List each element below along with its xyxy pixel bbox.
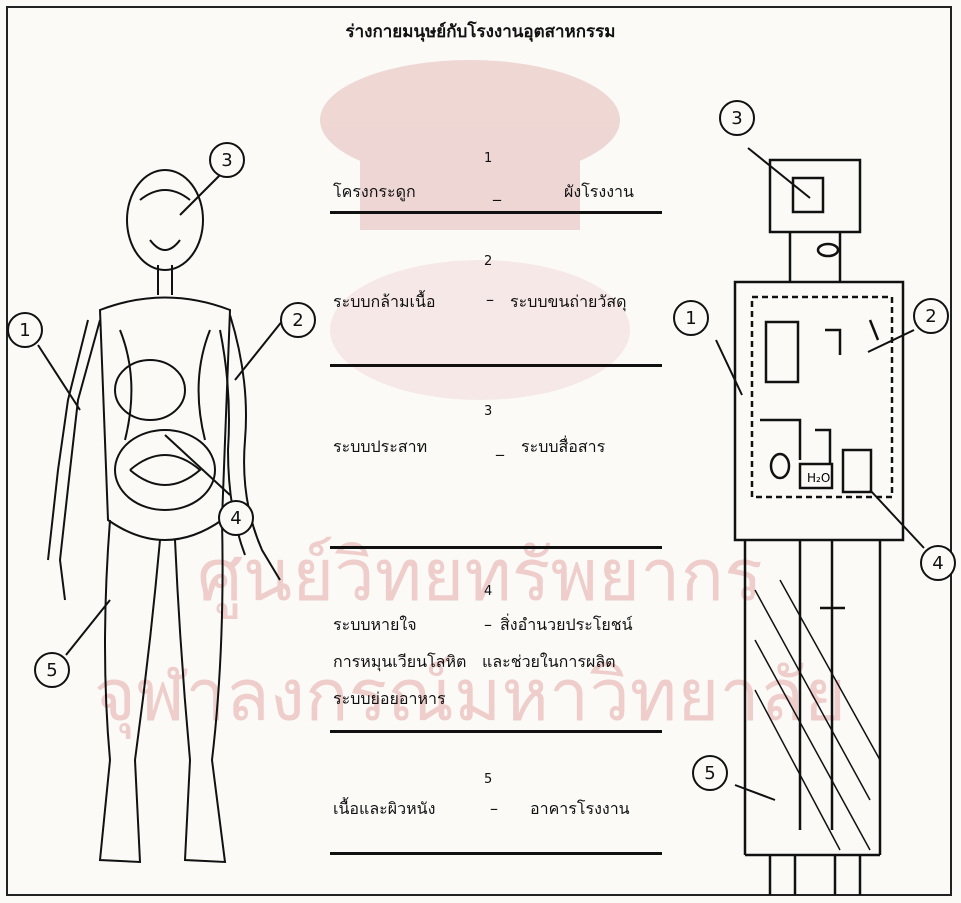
callout-5-body: 5	[46, 660, 57, 681]
row-4-left-line3: ระบบย่อยอาหาร	[333, 687, 446, 712]
row-3-dash: _	[496, 437, 504, 456]
row-4-left-line1: ระบบหายใจ	[333, 613, 417, 638]
row-4-rule	[330, 730, 662, 733]
callout-1-factory: 1	[685, 308, 696, 329]
row-5-number: 5	[484, 772, 492, 787]
row-4-left-line2: การหมุนเวียนโลหิต	[333, 650, 466, 675]
callout-4-factory: 4	[932, 553, 943, 574]
row-5-rule	[330, 852, 662, 855]
row-4-number: 4	[484, 584, 492, 599]
row-1-dash: _	[493, 182, 501, 201]
callout-2-body: 2	[292, 310, 303, 331]
row-5-left: เนื้อและผิวหนัง	[333, 797, 435, 822]
factory-water-label: H₂O	[807, 471, 830, 485]
callout-1-body: 1	[19, 320, 30, 341]
row-2-right: ระบบขนถ่ายวัสดุ	[510, 290, 627, 315]
row-2-number: 2	[484, 254, 492, 269]
row-1-right: ผังโรงงาน	[564, 180, 634, 205]
row-3-left: ระบบประสาท	[333, 435, 427, 460]
row-1-left: โครงกระดูก	[333, 180, 416, 205]
callout-4-body: 4	[230, 508, 241, 529]
row-2-dash: –	[486, 290, 494, 309]
row-4-right-line1: สิ่งอำนวยประโยชน์	[500, 613, 633, 638]
row-5-right: อาคารโรงงาน	[530, 797, 630, 822]
row-4-dash: –	[484, 615, 492, 634]
callout-3-factory: 3	[731, 108, 742, 129]
row-4-right-line2: และช่วยในการผลิต	[482, 650, 616, 675]
row-1-number: 1	[484, 151, 492, 166]
row-2-left: ระบบกล้ามเนื้อ	[333, 290, 436, 315]
row-3-number: 3	[484, 404, 492, 419]
callout-3-body: 3	[221, 150, 232, 171]
row-3-right: ระบบสื่อสาร	[521, 435, 605, 460]
callout-2-factory: 2	[925, 306, 936, 327]
callout-5-factory: 5	[704, 763, 715, 784]
row-5-dash: –	[490, 799, 498, 818]
factory-plan-figure	[735, 160, 903, 895]
row-3-rule	[330, 546, 662, 549]
row-1-rule	[330, 211, 662, 214]
row-2-rule	[330, 364, 662, 367]
